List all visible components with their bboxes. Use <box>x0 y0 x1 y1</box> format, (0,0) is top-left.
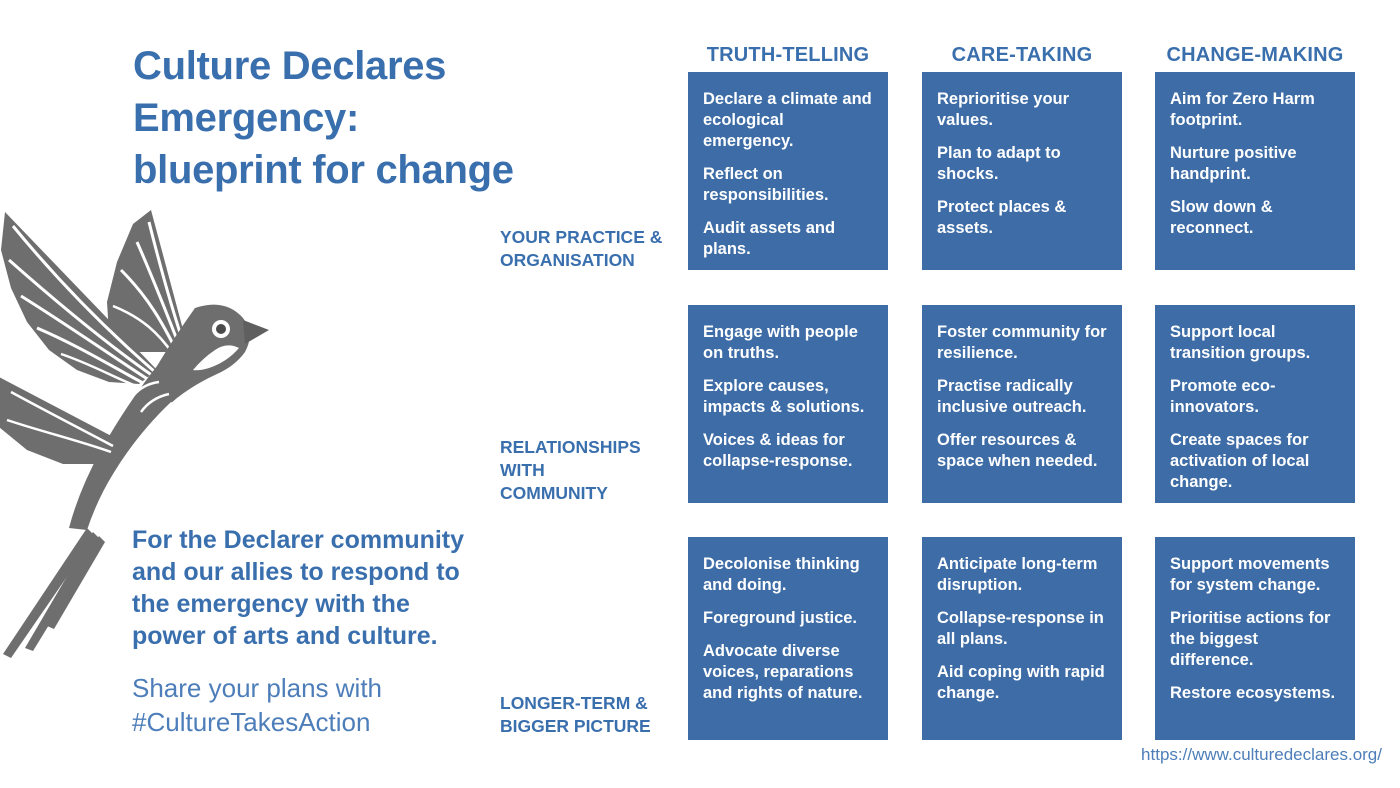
cell-action-item: Support local transition groups. <box>1170 323 1311 362</box>
row-label-practice-organisation: YOUR PRACTICE & ORGANISATION <box>500 226 678 272</box>
intro-description: For the Declarer community and our allie… <box>132 526 465 650</box>
page-title-line: Emergency: <box>133 96 359 140</box>
cell-action-item: Aim for Zero Harm footprint. <box>1170 90 1315 129</box>
cell-action-item: Support movements for system change. <box>1170 555 1330 594</box>
matrix-cell-relationships-care: Foster community for resilience. Practise… <box>922 305 1122 503</box>
matrix-cell-longerterm-change: Support movements for system change. Prio… <box>1155 537 1355 740</box>
share-callout: Share your plans with #CultureTakesActio… <box>132 671 472 739</box>
cell-action-item: Foster community for resilience. <box>937 323 1107 362</box>
matrix-cell-relationships-change: Support local transition groups. Promote … <box>1155 305 1355 503</box>
page-title-line: blueprint for change <box>133 148 514 192</box>
page-title-line: Culture Declares <box>133 44 447 88</box>
row-label-longer-term: LONGER-TERM & BIGGER PICTURE <box>500 692 678 738</box>
cell-action-item: Practise radically inclusive outreach. <box>937 377 1087 416</box>
cell-action-item: Create spaces for activation of local ch… <box>1170 431 1310 491</box>
share-hashtag: #CultureTakesAction <box>132 707 371 737</box>
row-label-line: COMMUNITY <box>500 483 608 503</box>
matrix-cell-practice-truth: Declare a climate and ecological emergen… <box>688 72 888 270</box>
row-label-line: WITH <box>500 460 545 480</box>
matrix-cell-relationships-truth: Engage with people on truths. Explore cau… <box>688 305 888 503</box>
cell-action-item: Plan to adapt to shocks. <box>937 144 1061 183</box>
row-label-relationships-community: RELATIONSHIPS WITH COMMUNITY <box>500 436 678 505</box>
cell-action-item: Aid coping with rapid change. <box>937 663 1105 702</box>
matrix-cell-practice-care: Reprioritise your values. Plan to adapt t… <box>922 72 1122 270</box>
cell-action-item: Restore ecosystems. <box>1170 684 1336 702</box>
cell-action-item: Explore causes, impacts & solutions. <box>703 377 865 416</box>
cell-action-item: Offer resources & space when needed. <box>937 431 1098 470</box>
row-label-line: YOUR PRACTICE & <box>500 227 663 247</box>
cell-action-item: Nurture positive handprint. <box>1170 144 1297 183</box>
cell-action-item: Declare a climate and ecological emergen… <box>703 90 872 150</box>
cell-action-item: Foreground justice. <box>703 609 858 627</box>
cell-action-item: Anticipate long-term disruption. <box>937 555 1098 594</box>
cell-action-item: Promote eco-innovators. <box>1170 377 1276 416</box>
column-header-care-taking: CARE-TAKING <box>951 44 1093 66</box>
cell-action-item: Prioritise actions for the biggest diffe… <box>1170 609 1331 669</box>
matrix-cell-longerterm-care: Anticipate long-term disruption. Collapse… <box>922 537 1122 740</box>
row-label-line: ORGANISATION <box>500 250 635 270</box>
cell-action-item: Protect places & assets. <box>937 198 1067 237</box>
matrix-cell-longerterm-truth: Decolonise thinking and doing. Foreground… <box>688 537 888 740</box>
swallow-bird-illustration <box>0 210 269 658</box>
column-header-truth-telling: TRUTH-TELLING <box>706 44 870 66</box>
cell-action-item: Voices & ideas for collapse-response. <box>703 431 853 470</box>
row-label-line: LONGER-TERM & <box>500 693 648 713</box>
row-label-line: BIGGER PICTURE <box>500 716 651 736</box>
cell-action-item: Advocate diverse voices, reparations and… <box>703 642 863 702</box>
cell-action-item: Audit assets and plans. <box>703 219 836 258</box>
cell-action-item: Slow down & reconnect. <box>1170 198 1273 237</box>
row-label-line: RELATIONSHIPS <box>500 437 641 457</box>
website-link[interactable]: https://www.culturedeclares.org/ <box>1141 745 1382 764</box>
cell-action-item: Reflect on responsibilities. <box>703 165 829 204</box>
cell-action-item: Decolonise thinking and doing. <box>703 555 860 594</box>
matrix-cell-practice-change: Aim for Zero Harm footprint. Nurture posi… <box>1155 72 1355 270</box>
column-header-change-making: CHANGE-MAKING <box>1166 44 1344 66</box>
cell-action-item: Reprioritise your values. <box>937 90 1070 129</box>
share-line: Share your plans with <box>132 673 383 703</box>
cell-action-item: Collapse-response in all plans. <box>937 609 1104 648</box>
cell-action-item: Engage with people on truths. <box>703 323 858 362</box>
